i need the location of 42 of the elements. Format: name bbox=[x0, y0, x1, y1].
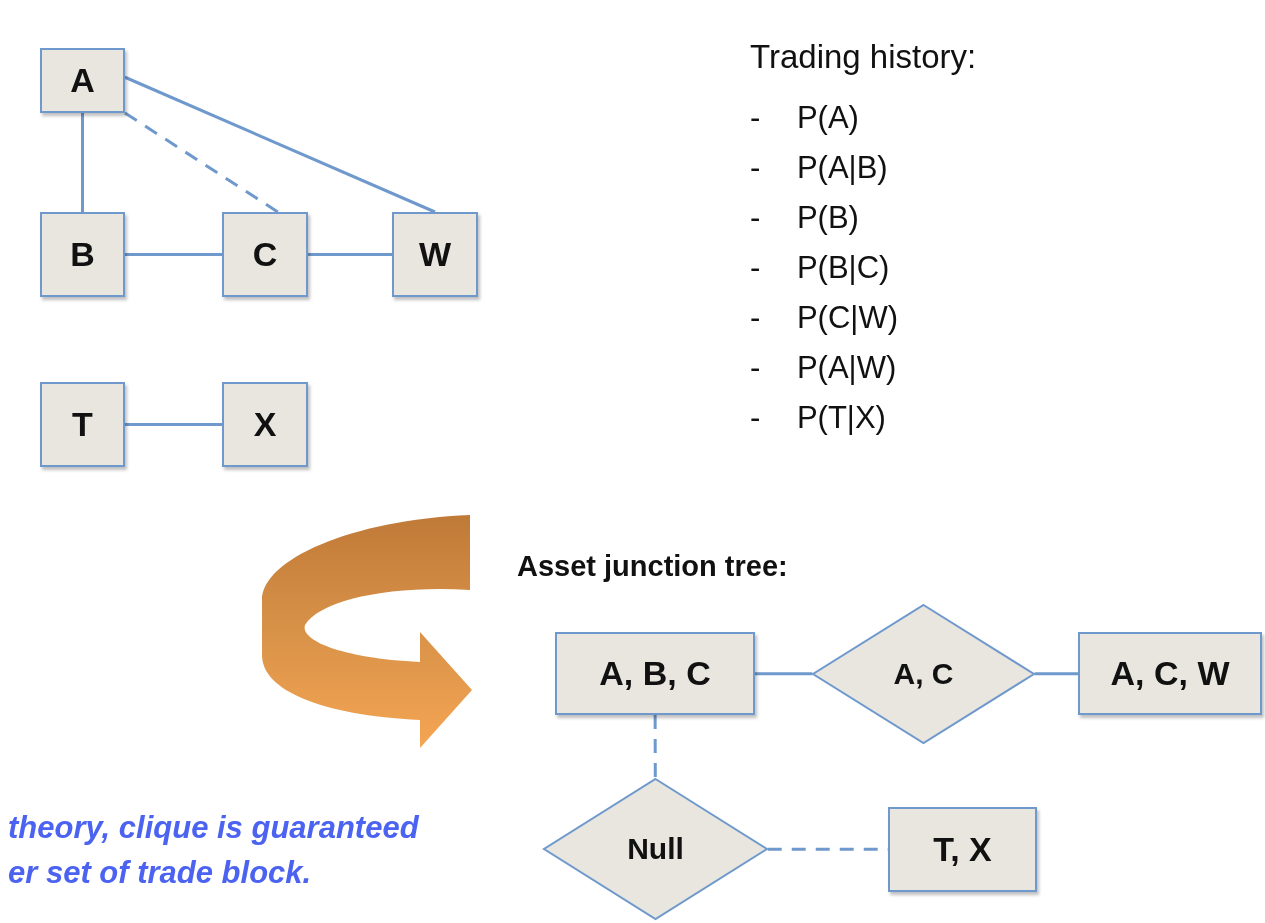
connector-line bbox=[755, 672, 813, 676]
process-box bbox=[555, 632, 755, 715]
node-label: A, B, C bbox=[599, 654, 711, 693]
connector-line bbox=[124, 75, 436, 214]
list-item: - P(C|W) bbox=[750, 300, 898, 336]
connector-line bbox=[124, 111, 279, 214]
node-label: W bbox=[418, 235, 452, 274]
connector-line bbox=[653, 715, 657, 779]
process-box bbox=[40, 48, 125, 113]
process-box bbox=[40, 212, 125, 297]
heading-text: Asset junction tree: bbox=[517, 550, 788, 583]
node-label: T, X bbox=[933, 830, 992, 869]
heading-text: Trading history: bbox=[750, 38, 977, 76]
list-item: - P(A) bbox=[750, 100, 859, 136]
node-label: C bbox=[252, 235, 278, 274]
process-box bbox=[222, 382, 308, 467]
list-item: - P(A|B) bbox=[750, 150, 888, 186]
decision-diamond bbox=[543, 778, 768, 920]
node-label: Null bbox=[627, 832, 684, 866]
process-box bbox=[222, 212, 308, 297]
connector-line bbox=[125, 423, 222, 426]
process-box bbox=[888, 807, 1037, 892]
connector-line bbox=[1034, 672, 1078, 676]
node-label: X bbox=[253, 405, 277, 444]
node-label: T bbox=[72, 405, 93, 444]
connector-line bbox=[308, 253, 392, 256]
node-label: A bbox=[70, 61, 95, 100]
list-item: - P(B) bbox=[750, 200, 859, 236]
list-item: - P(B|C) bbox=[750, 250, 890, 286]
decision-diamond bbox=[812, 604, 1035, 744]
node-label: B bbox=[70, 235, 95, 274]
connector-line bbox=[125, 253, 222, 256]
node-label: A, C bbox=[893, 657, 954, 691]
list-item: - P(A|W) bbox=[750, 350, 897, 386]
note-text: er set of trade block. bbox=[8, 855, 312, 891]
connector-line bbox=[81, 113, 84, 212]
process-box bbox=[1078, 632, 1262, 715]
note-text: theory, clique is guaranteed bbox=[8, 810, 419, 846]
list-item: - P(T|X) bbox=[750, 400, 886, 436]
process-box bbox=[392, 212, 478, 297]
process-box bbox=[40, 382, 125, 467]
node-label: A, C, W bbox=[1110, 654, 1230, 693]
